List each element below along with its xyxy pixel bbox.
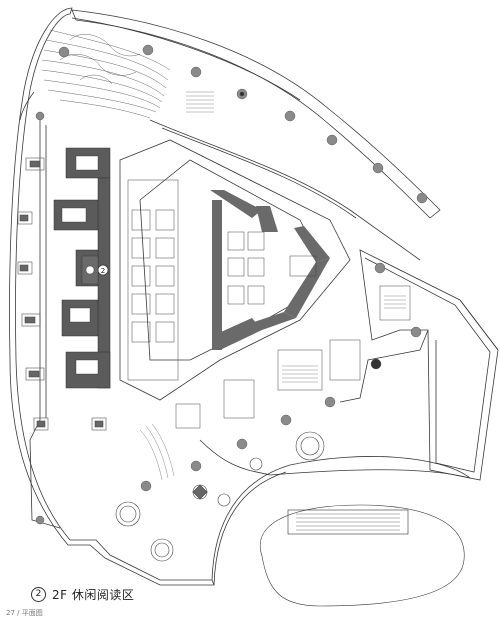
furniture-left <box>17 157 107 431</box>
marker-base <box>81 255 99 285</box>
page-number: 27 / 平面图 <box>6 609 43 617</box>
dark-mass-inserts <box>61 155 99 375</box>
svg-text:2: 2 <box>101 267 105 275</box>
column-icon <box>35 44 428 525</box>
building-outline <box>9 7 499 586</box>
caption-number: 2 <box>31 587 46 602</box>
core-rooms <box>127 179 411 429</box>
garden-planting <box>41 29 171 119</box>
escalator-icon <box>260 504 465 607</box>
stair-icon <box>139 91 406 481</box>
atrium-core-slabs <box>210 190 330 350</box>
section-marker-icon: 2 <box>97 264 109 276</box>
round-tables <box>115 431 325 562</box>
caption-title: 2F 休闲阅读区 <box>52 588 135 602</box>
plan-caption: 2 2F 休闲阅读区 <box>31 586 134 603</box>
